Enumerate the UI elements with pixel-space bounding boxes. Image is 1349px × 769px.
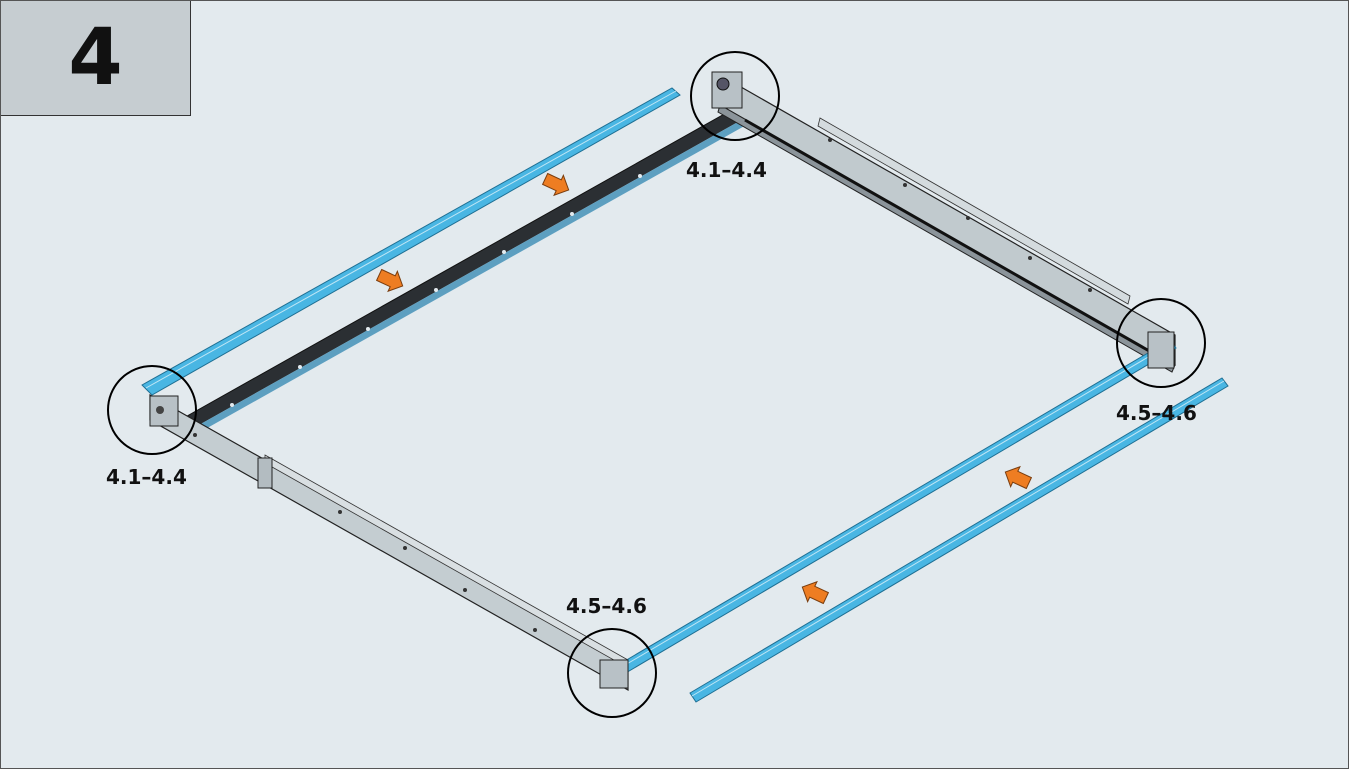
- corner-bracket-right: [1147, 331, 1175, 369]
- detail-circle: [690, 51, 780, 141]
- direction-arrow-icon: [1000, 461, 1035, 494]
- front-left-frame-rail: [149, 393, 629, 692]
- detail-circle: [1116, 298, 1206, 388]
- direction-arrow-icon: [373, 264, 408, 297]
- right-frame-rail: [717, 73, 1176, 373]
- corner-bracket-left: [149, 395, 179, 427]
- callout-label-top: 4.1–4.4: [686, 158, 767, 182]
- callout-label-bottom: 4.5–4.6: [566, 594, 647, 618]
- loose-rail-bottom: [689, 377, 1229, 703]
- corner-bracket-bottom: [599, 659, 629, 689]
- detail-circle: [567, 628, 657, 718]
- callout-label-right: 4.5–4.6: [1116, 401, 1197, 425]
- corner-bracket-top: [711, 71, 743, 109]
- loose-rail-top: [141, 87, 681, 396]
- installed-front-rail: [617, 339, 1177, 675]
- step-number: 4: [68, 13, 123, 103]
- step-number-box: [0, 0, 191, 116]
- detail-circle: [107, 365, 197, 455]
- direction-arrow-icon: [797, 576, 832, 609]
- callout-label-left: 4.1–4.4: [106, 465, 187, 489]
- direction-arrow-icon: [539, 168, 574, 201]
- back-frame-rail: [179, 107, 748, 436]
